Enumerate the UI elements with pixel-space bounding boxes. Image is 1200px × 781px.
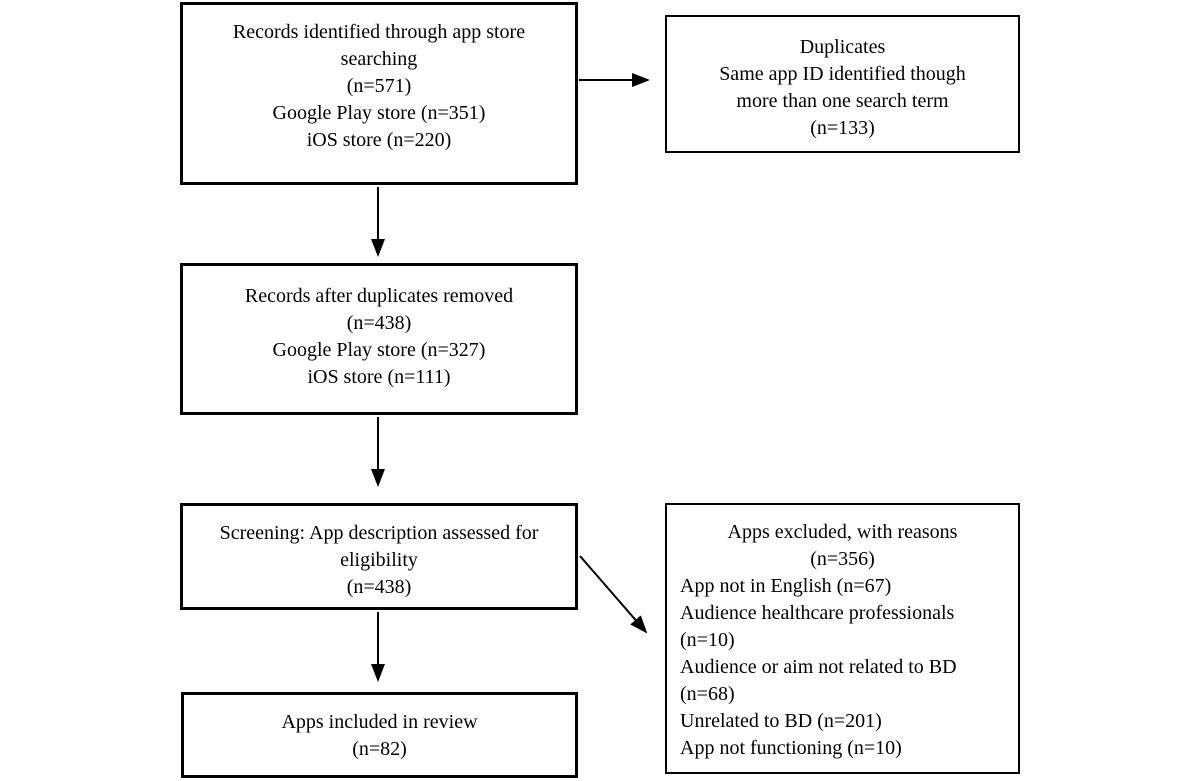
box-line: Duplicates	[799, 36, 886, 58]
box-line: (n=82)	[352, 738, 407, 760]
box-line: Screening: App description assessed for	[219, 522, 539, 544]
box-line: eligibility	[340, 549, 418, 571]
box-records-identified: Records identified through app store sea…	[180, 2, 578, 185]
box-apps-excluded: Apps excluded, with reasons (n=356) App …	[665, 503, 1020, 774]
box-records-after-duplicates: Records after duplicates removed (n=438)…	[180, 263, 578, 415]
box-line: App not in English (n=67)	[680, 575, 892, 597]
box-line: Records identified through app store	[232, 21, 526, 43]
box-line: Apps excluded, with reasons	[727, 521, 958, 543]
box-line: Records after duplicates removed	[244, 285, 514, 307]
box-line: (n=68)	[680, 683, 735, 705]
box-line: (n=356)	[810, 548, 875, 570]
box-duplicates: Duplicates Same app ID identified though…	[665, 15, 1020, 153]
box-line: (n=438)	[346, 576, 412, 598]
box-line: Google Play store (n=327)	[272, 339, 486, 361]
box-line: (n=133)	[810, 117, 875, 139]
exclusion-reasons: App not in English (n=67) Audience healt…	[667, 573, 1018, 762]
box-line: Unrelated to BD (n=201)	[680, 710, 882, 732]
box-line: Apps included in review	[281, 711, 478, 733]
box-line: Same app ID identified though	[719, 63, 966, 85]
box-apps-included: Apps included in review (n=82)	[181, 692, 578, 778]
arrow-screening-to-excluded	[579, 555, 648, 634]
box-line: Audience or aim not related to BD	[680, 656, 957, 678]
box-line: (n=10)	[680, 629, 735, 651]
box-line: (n=571)	[346, 75, 412, 97]
box-line: searching	[340, 48, 418, 70]
box-line: iOS store (n=111)	[307, 366, 451, 388]
box-line: Audience healthcare professionals	[680, 602, 955, 624]
box-line: Google Play store (n=351)	[272, 102, 486, 124]
box-line: more than one search term	[736, 90, 949, 112]
box-line: App not functioning (n=10)	[680, 737, 902, 759]
box-line: (n=438)	[346, 312, 412, 334]
box-line: iOS store (n=220)	[306, 129, 452, 151]
box-screening: Screening: App description assessed for …	[180, 503, 578, 610]
